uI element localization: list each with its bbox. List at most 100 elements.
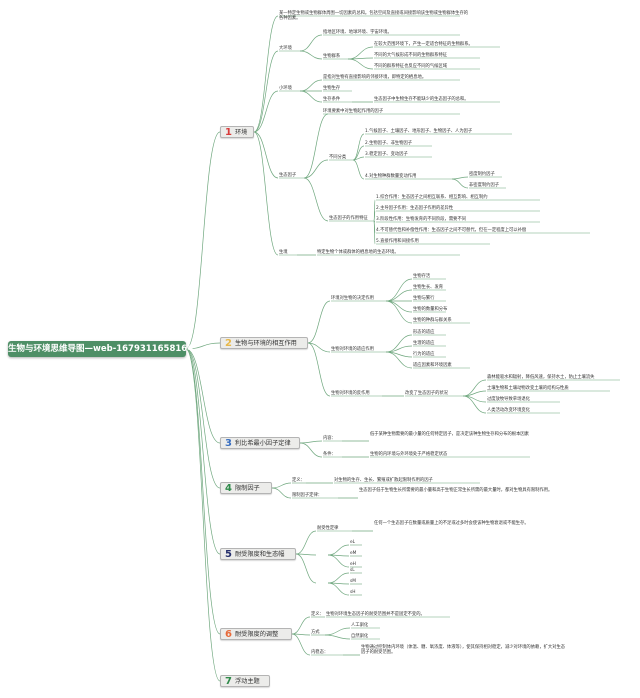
- classify-item: 3.稳定因子、变动因子: [365, 152, 408, 157]
- connector: [295, 530, 317, 555]
- topic-number: 3: [225, 438, 232, 449]
- connector: [295, 553, 317, 584]
- node-big-env: 大环境: [279, 46, 292, 51]
- connector: [253, 50, 279, 133]
- adaptation-item: 行为的适应: [413, 352, 435, 357]
- connector: [185, 348, 221, 444]
- connector: [299, 90, 323, 103]
- connector: [327, 572, 350, 584]
- connector: [299, 440, 323, 444]
- connector: [385, 289, 413, 302]
- connector: [291, 633, 311, 656]
- feature-item: 5.直接作用和间接作用: [376, 239, 419, 244]
- decisive-item: 生物的种群与群关系: [413, 318, 452, 323]
- feature-item: 4.不可替代性和补偿性作用：生态因子之间不可替代，但在一定程度上可以补偿: [376, 228, 527, 233]
- liebig-content-label: 内容：: [323, 436, 336, 441]
- feature-item: 3.阶段性作用：生物发育的不同阶段，需要不同: [376, 217, 467, 222]
- decisive-item: 生物与繁行: [413, 296, 435, 301]
- connector: [303, 113, 329, 179]
- reaction-item: 土壤生物和土壤动物改变土壤的结构与性质: [487, 386, 569, 391]
- group-b-item: sH: [350, 590, 356, 595]
- reaction-item: 人类活动改变环境变化: [487, 408, 530, 413]
- connector: [185, 348, 221, 682]
- connector: [385, 351, 413, 369]
- topic-number: 7: [225, 676, 232, 687]
- connector: [352, 159, 365, 180]
- feature-item: 1.综合作用：生态因子之间相互联系、相互影响、相互制约: [376, 195, 488, 200]
- classify-item: 1.气候因子、土壤因子、地形因子、生物因子、人为因子: [365, 129, 473, 134]
- way-item: 人工驯化: [351, 623, 369, 628]
- group-b-item: sM: [350, 579, 356, 584]
- group-b-item: sL: [350, 568, 355, 573]
- classify-item: 2.生物因子、非生物因子: [365, 141, 413, 146]
- connector: [307, 342, 331, 397]
- connector: [291, 616, 311, 635]
- node-adaptation: 生物对环境的适应作用: [331, 347, 374, 352]
- reaction-item: 过度放牧导致草场退化: [487, 397, 530, 402]
- connector: [327, 554, 350, 568]
- connector: [451, 176, 469, 180]
- connector: [303, 177, 329, 222]
- adaptation-item: 生理的适应: [413, 341, 435, 346]
- connector: [253, 131, 279, 256]
- connector: [303, 159, 329, 179]
- tolerance-law-desc: 任何一个生态因子在数量或质量上的不足或过多时会使该种生物衰退或不能生存。: [374, 521, 529, 526]
- connector: [385, 300, 413, 324]
- connector: [253, 90, 279, 133]
- decisive-item: 生物生长、发育: [413, 285, 444, 290]
- connector: [271, 487, 292, 499]
- adjust-def: 生物对环境生态因子的耐受范围并不是固定不变的。: [326, 612, 425, 617]
- homeostasis-desc: 生物通过控制体内环境（体温、糖、氧浓度、体液等），使其保持相对稳定，减少对环境的…: [361, 645, 566, 655]
- way-item: 自然驯化: [351, 634, 369, 639]
- connector: [307, 300, 331, 344]
- topic-number: 6: [225, 629, 232, 640]
- node-living-cond: 生存条件: [323, 97, 341, 102]
- connector: [373, 220, 376, 245]
- node-decisive-effect: 环境对生物的决定作用: [331, 296, 374, 301]
- topic-label: 限制因子: [234, 485, 260, 492]
- connector: [462, 395, 487, 414]
- connector: [299, 34, 323, 52]
- connector: [185, 131, 221, 350]
- root-node[interactable]: 生物与环境思维导图—web-1679311658164: [8, 341, 193, 357]
- connector: [185, 348, 221, 555]
- node-ways: 方式: [311, 630, 320, 635]
- biome-item: 在较大范围环境下，产生一定适合特征的生物群系。: [374, 42, 473, 47]
- reaction-mid: 改变了生态因子的状况: [405, 391, 448, 396]
- limit-law: 生态因子低于生物生长所需要的最小量和高于生物正常生长所需的最大量时，都对生物具有…: [359, 488, 553, 493]
- connector: [299, 442, 323, 458]
- limit-law-label: 限制因子定律：: [292, 493, 323, 498]
- node-eco-factor: 生态因子: [279, 173, 297, 178]
- connector: [347, 58, 374, 70]
- node-tolerance-law: 耐受性定律: [317, 526, 339, 531]
- connector: [324, 627, 351, 636]
- liebig-content: 低于某种生物需要的最小量的任何特定因子，是决定该种生物生存和分布的根本因素: [370, 432, 529, 437]
- topic-label: 环境: [234, 129, 248, 136]
- living-cond-desc: 生态因子中生物生存不能缺少的生态因子的总和。: [374, 97, 469, 102]
- topic-label: 浮动主题: [234, 678, 260, 685]
- connector: [185, 348, 221, 635]
- connector: [385, 278, 413, 302]
- big-env-item: 指地区环境、地球环境、宇宙环境。: [323, 30, 392, 35]
- connector: [347, 46, 374, 60]
- topic-number: 2: [225, 338, 232, 349]
- connector: [299, 50, 323, 60]
- connector: [185, 342, 221, 350]
- connector: [307, 342, 331, 353]
- biome-item: 不同的群系特征也反应不同的气候区域: [374, 64, 448, 69]
- connector: [451, 178, 469, 189]
- homeostasis-label: 内稳态：: [311, 650, 329, 655]
- limit-def: 对生物的生存、生长、繁殖或扩散起限制作用的因子: [334, 478, 433, 483]
- node-small-env: 小环境: [279, 86, 292, 91]
- topic-number: 1: [225, 127, 232, 138]
- topic-label: 耐受限度和生态幅: [234, 551, 285, 558]
